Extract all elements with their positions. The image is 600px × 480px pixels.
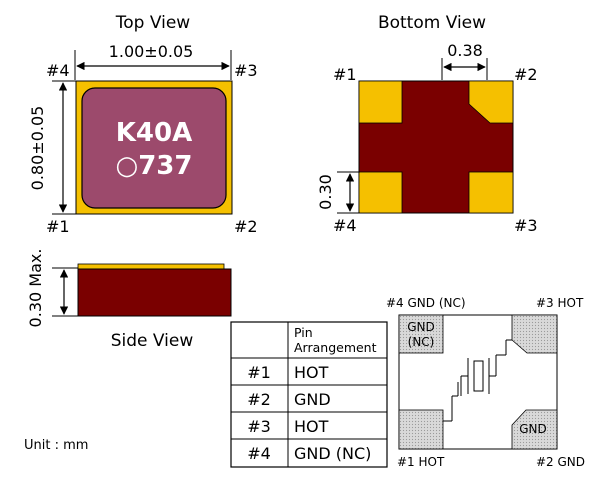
top-view: Top View 1.00±0.05 0.80±0.05 K40A ○737 #…: [28, 13, 258, 236]
bottom-view: Bottom View 0.38 0.30 #1 #2 #4 #3: [316, 13, 538, 235]
table-cell-pin: #2: [247, 390, 271, 409]
table-border: [230, 321, 388, 468]
bottom-view-title: Bottom View: [378, 13, 486, 33]
schematic-label-3: #3 HOT: [536, 296, 584, 310]
pad-height-dimension: 0.30: [316, 174, 335, 210]
schematic-pad-1: [398, 409, 444, 450]
table-cell-function: HOT: [294, 417, 329, 436]
pin-label-2: #2: [514, 65, 538, 84]
schematic-label-4: #4 GND (NC): [386, 296, 466, 310]
top-view-title: Top View: [115, 13, 191, 33]
table-cell-pin: #1: [247, 363, 271, 382]
schematic-pad-2: [511, 409, 558, 450]
pin-label-3: #3: [514, 216, 538, 235]
table-cell-function: HOT: [294, 363, 329, 382]
pin-label-4: #4: [333, 216, 357, 235]
marking-line-2: ○737: [116, 151, 193, 181]
table-header-arrangement: Arrangement: [294, 340, 377, 355]
schematic-pad-4-label: (NC): [408, 335, 435, 349]
crystal-symbol: [443, 339, 512, 422]
side-height-dimension: 0.30 Max.: [26, 249, 45, 328]
table-cell-function: GND (NC): [294, 444, 371, 463]
pin-schematic: #4 GND (NC) #3 HOT #1 HOT #2 GND GND (NC…: [386, 296, 585, 469]
pin-label-3: #3: [234, 61, 258, 80]
pad-width-dimension: 0.38: [447, 41, 483, 60]
schematic-label-1: #1 HOT: [397, 455, 445, 469]
pad-4: [358, 171, 403, 214]
side-view-title: Side View: [111, 331, 194, 351]
pin-label-2: #2: [234, 217, 258, 236]
table-cell-pin: #4: [247, 444, 271, 463]
pad-3: [468, 171, 514, 214]
table-cell-function: GND: [294, 390, 331, 409]
pin-label-1: #1: [46, 217, 70, 236]
package-lid: [81, 87, 227, 209]
width-dimension: 1.00±0.05: [109, 42, 194, 61]
side-body: [77, 268, 232, 317]
table-header-pin: Pin: [294, 325, 313, 340]
table-cell-pin: #3: [247, 417, 271, 436]
pin-label-4: #4: [46, 61, 70, 80]
height-dimension: 0.80±0.05: [28, 106, 47, 191]
pin-label-1: #1: [333, 65, 357, 84]
unit-label: Unit : mm: [24, 438, 88, 453]
schematic-pad-4: [398, 314, 444, 354]
schematic-pad-3: [511, 314, 558, 354]
schematic-label-2: #2 GND: [536, 455, 585, 469]
pad-1: [358, 80, 403, 124]
side-view: 0.30 Max. Side View: [26, 249, 232, 351]
marking-line-1: K40A: [116, 118, 192, 148]
pad-2: [468, 80, 514, 124]
schematic-pad-2-label: GND: [519, 422, 547, 436]
schematic-pad-4-label: GND: [407, 320, 435, 334]
pin-arrangement-table: Pin Arrangement #1 HOT #2 GND #3 HOT #4 …: [230, 321, 388, 468]
